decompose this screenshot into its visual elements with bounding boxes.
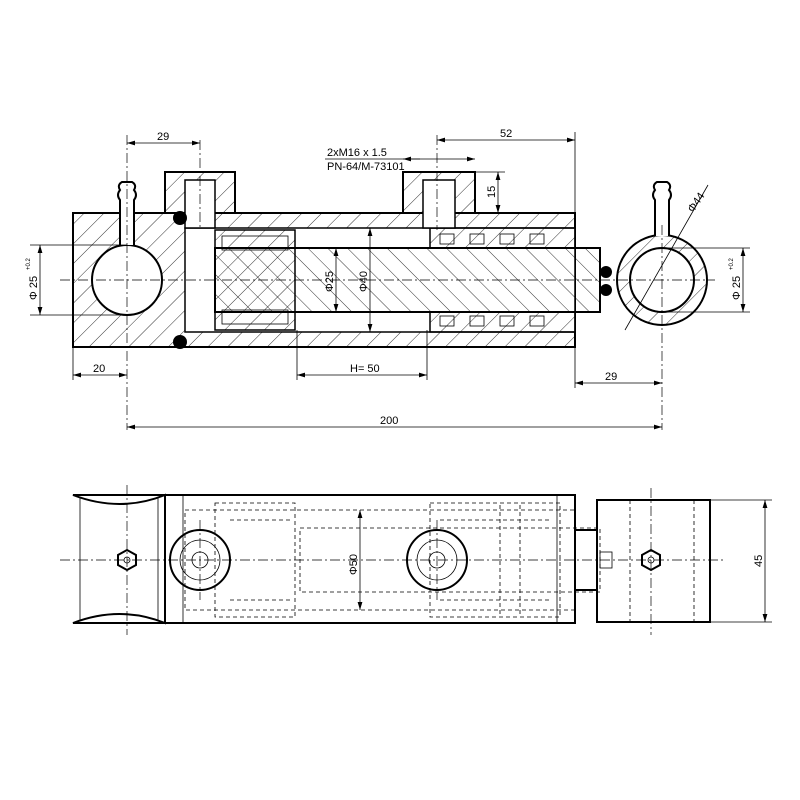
dim-piston-diameter: Φ40 [358, 271, 370, 292]
dim-right-bore: Φ 25 [731, 276, 743, 300]
thread-spec: 2xM16 x 1.5 [327, 147, 387, 159]
dim-end-length: 20 [93, 363, 105, 375]
dim-rod-diameter: Φ25 [324, 271, 336, 292]
thread-standard: PN-64/M-73101 [327, 161, 405, 173]
grease-nipple-right [652, 181, 672, 236]
dim-pin-center-distance: 200 [380, 415, 398, 427]
dim-eye-offset-right: 29 [605, 371, 617, 383]
dim-left-bore: Φ 25 [28, 276, 40, 300]
top-view: Φ50 45 [60, 485, 772, 635]
gland [429, 227, 576, 249]
right-eye-top [596, 499, 711, 623]
dim-body-diameter: Φ50 [348, 554, 360, 575]
dim-port-depth: 15 [486, 186, 498, 198]
section-dimensions: 29 52 2xM16 x 1.5 PN-64/M-73101 15 Φ44 Φ… [26, 128, 750, 430]
dim-left-bore-tol: +0.2 [26, 257, 32, 270]
dim-stroke: H= 50 [350, 363, 380, 375]
dim-right-bore-tol: +0.2 [729, 257, 735, 270]
dim-port-offset-right: 52 [500, 128, 512, 140]
dim-eye-width: 45 [753, 555, 765, 567]
dim-eye-outer-diameter: Φ44 [686, 191, 708, 215]
dim-pin-offset-left: 29 [157, 131, 169, 143]
section-view [60, 135, 715, 430]
